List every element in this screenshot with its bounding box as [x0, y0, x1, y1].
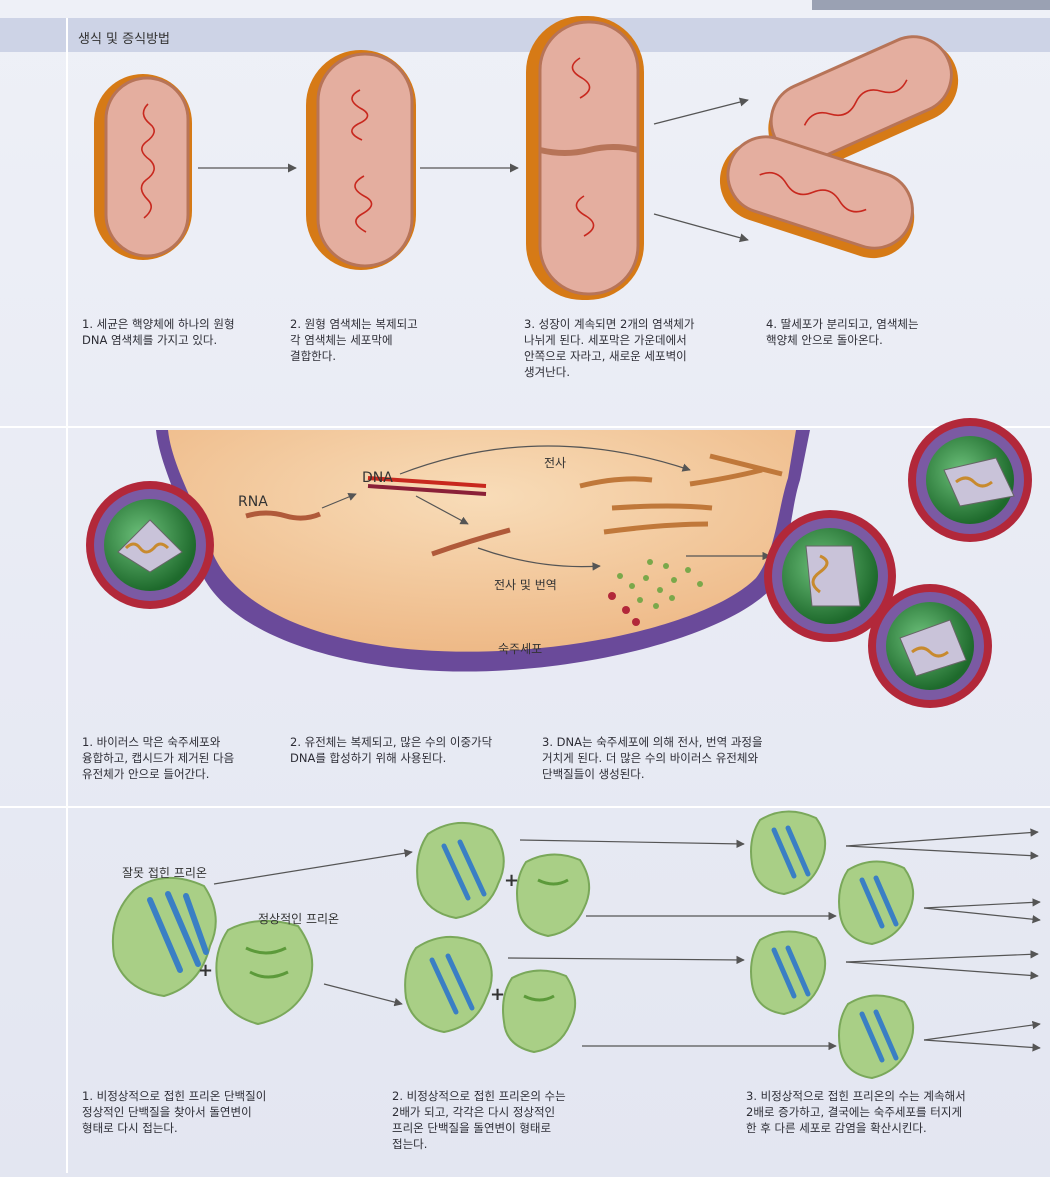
- virus-entering: [86, 481, 214, 609]
- bacteria-caption-1: 1. 세균은 핵양체에 하나의 원형 DNA 염색체를 가지고 있다.: [82, 316, 235, 348]
- arrow-prion-1a: [214, 852, 412, 884]
- arrow-prion-1b: [324, 984, 402, 1004]
- label-transcription-translation: 전사 및 번역: [494, 576, 557, 593]
- plus-sign-2: +: [504, 870, 519, 891]
- virus-caption-3: 3. DNA는 숙주세포에 의해 전사, 번역 과정을 거치게 된다. 더 많은…: [542, 734, 763, 782]
- host-cell: [156, 430, 810, 672]
- virus-caption-1: 1. 바이러스 막은 숙주세포와 융합하고, 캡시드가 제거된 다음 유전체가 …: [82, 734, 234, 782]
- bacterium-1: [94, 74, 192, 260]
- bacterium-2: [306, 50, 416, 270]
- bacteria-caption-2: 2. 원형 염색체는 복제되고 각 염색체는 세포막에 결합한다.: [290, 316, 418, 364]
- prion-normal: [216, 921, 312, 1024]
- label-dna: DNA: [362, 470, 393, 486]
- prion-caption-2: 2. 비정상적으로 접힌 프리온의 수는 2배가 되고, 각각은 다시 정상적인…: [392, 1088, 566, 1152]
- prions-stage-3: [751, 811, 913, 1078]
- label-host-cell: 숙주세포: [498, 640, 542, 657]
- bacteria-caption-4: 4. 딸세포가 분리되고, 염색체는 핵양체 안으로 돌아온다.: [766, 316, 919, 348]
- label-rna: RNA: [238, 494, 268, 510]
- plus-sign-1: +: [198, 960, 213, 981]
- label-transcription: 전사: [544, 454, 566, 471]
- label-normal-prion: 정상적인 프리온: [258, 910, 339, 927]
- bacteria-caption-3: 3. 성장이 계속되면 2개의 염색체가 나뉘게 된다. 세포막은 가운데에서 …: [524, 316, 694, 380]
- arrow-bacteria-3a: [654, 100, 748, 124]
- label-misfolded-prion: 잘못 접힌 프리온: [122, 864, 207, 881]
- virus-released-2: [868, 584, 992, 708]
- bacterium-3: [526, 16, 644, 300]
- prion-caption-1: 1. 비정상적으로 접힌 프리온 단백질이 정상적인 단백질을 찾아서 돌연변이…: [82, 1088, 266, 1136]
- virus-released-1: [908, 418, 1032, 542]
- arrow-bacteria-3b: [654, 214, 748, 240]
- virus-caption-2: 2. 유전체는 복제되고, 많은 수의 이중가닥 DNA를 합성하기 위해 사용…: [290, 734, 492, 766]
- prion-caption-3: 3. 비정상적으로 접힌 프리온의 수는 계속해서 2배로 증가하고, 결국에는…: [746, 1088, 966, 1136]
- plus-sign-3: +: [490, 984, 505, 1005]
